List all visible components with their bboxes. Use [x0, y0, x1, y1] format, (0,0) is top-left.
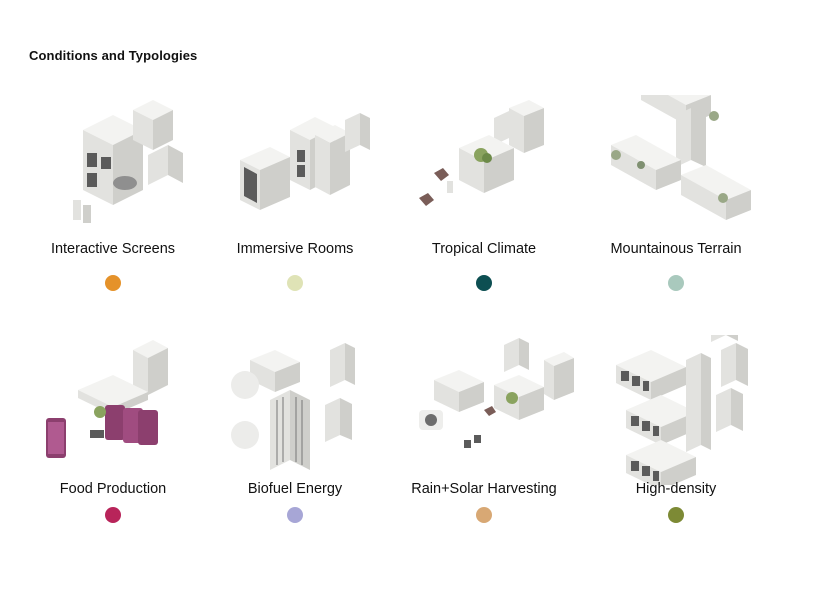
typology-rain-solar-harvesting: Rain+Solar Harvesting [389, 335, 579, 575]
label-tropical-climate: Tropical Climate [431, 241, 537, 257]
typology-tropical-climate: Tropical Climate [389, 95, 579, 335]
label-mountainous-terrain: Mountainous Terrain [610, 241, 742, 257]
biofuel-energy-illustration [231, 343, 355, 470]
label-high-density: High-density [635, 481, 717, 497]
color-dot-mountainous-terrain [668, 275, 684, 291]
page-title: Conditions and Typologies [29, 48, 198, 63]
color-dot-rain-solar-harvesting [476, 507, 492, 523]
rain-solar-harvesting-illustration [419, 338, 574, 448]
food-production-illustration [46, 340, 168, 458]
color-dot-food-production [105, 507, 121, 523]
typology-biofuel-energy: Biofuel Energy [200, 335, 390, 575]
label-immersive-rooms: Immersive Rooms [236, 241, 354, 257]
color-dot-immersive-rooms [287, 275, 303, 291]
interactive-screens-illustration [73, 100, 183, 223]
color-dot-biofuel-energy [287, 507, 303, 523]
high-density-illustration [616, 335, 748, 485]
color-dot-tropical-climate [476, 275, 492, 291]
label-food-production: Food Production [59, 481, 167, 497]
typology-immersive-rooms: Immersive Rooms [200, 95, 390, 335]
label-biofuel-energy: Biofuel Energy [247, 481, 343, 497]
color-dot-interactive-screens [105, 275, 121, 291]
label-interactive-screens: Interactive Screens [50, 241, 176, 257]
tropical-climate-illustration [419, 100, 544, 206]
typology-high-density: High-density [581, 335, 771, 575]
typology-interactive-screens: Interactive Screens [18, 95, 208, 335]
immersive-rooms-illustration [240, 113, 370, 210]
mountainous-terrain-illustration [611, 95, 751, 220]
typology-food-production: Food Production [18, 335, 208, 575]
label-rain-solar-harvesting: Rain+Solar Harvesting [411, 481, 557, 497]
color-dot-high-density [668, 507, 684, 523]
typology-mountainous-terrain: Mountainous Terrain [581, 95, 771, 335]
